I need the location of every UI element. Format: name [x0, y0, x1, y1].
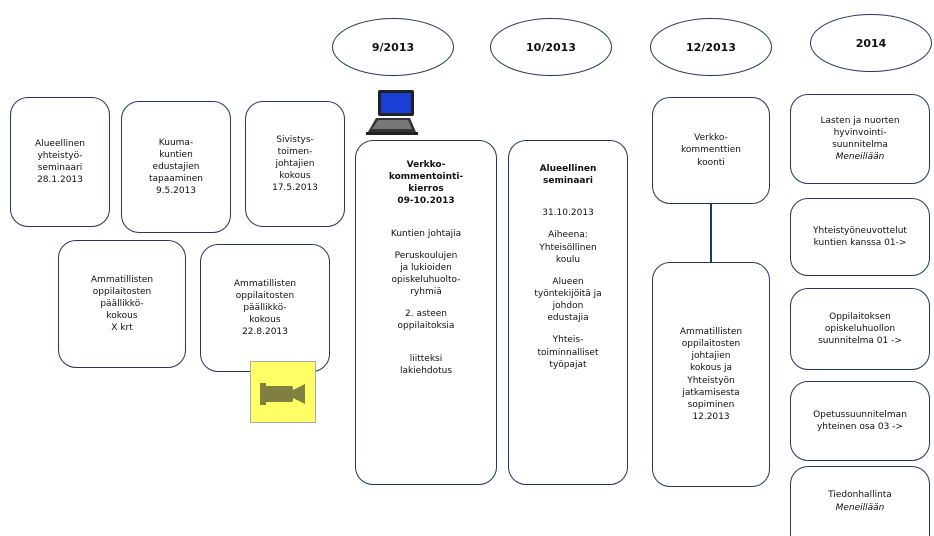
box-text: Lasten ja nuorten hyvinvointi- suunnitel… [820, 115, 900, 150]
box-verkkokommentointikierros: Verkko- kommentointi- kierros 09-10.2013… [355, 140, 497, 485]
box-opetussuunnitelma: Opetussuunnitelman yhteinen osa 03 -> [790, 381, 930, 461]
box-ammatillisten-paallikkokokous-x: Ammatillisten oppilaitosten päällikkö- k… [58, 240, 186, 368]
box-paragraph: Yhteis- toiminnalliset työpajat [537, 335, 599, 370]
box-date: 31.10.2013 [542, 208, 594, 219]
box-status: Meneillään [835, 152, 885, 163]
box-lasten-nuorten-suunnitelma: Lasten ja nuorten hyvinvointi- suunnitel… [790, 94, 930, 184]
timeline-label: 9/2013 [371, 40, 415, 54]
box-text: Yhteistyöneuvottelut kuntien kanssa 01-> [813, 225, 907, 248]
box-ammatillisten-johtajien-kokous: Ammatillisten oppilaitosten johtajien ko… [652, 262, 770, 487]
timeline-9-2013: 9/2013 [332, 18, 454, 76]
box-text: Ammatillisten oppilaitosten päällikkö- k… [90, 274, 154, 334]
box-text: Kuuma- kuntien edustajien tapaaminen 9.5… [149, 137, 203, 197]
timeline-10-2013: 10/2013 [490, 18, 612, 76]
timeline-label: 10/2013 [526, 40, 576, 54]
connector-line [710, 204, 712, 262]
box-text: Oppilaitoksen opiskeluhuollon suunnitelm… [818, 311, 902, 347]
timeline-12-2013: 12/2013 [650, 18, 772, 76]
box-paragraph: Peruskoulujen ja lukioiden opiskeluhuolt… [391, 250, 461, 298]
box-paragraph: Alueen työntekijöitä ja johdon edustajia [534, 276, 602, 324]
box-date: 09-10.2013 [397, 196, 455, 207]
timeline-label: 2014 [855, 36, 887, 50]
box-alueellinen-yhteistyoseminaari: Alueellinen yhteistyö- seminaari 28.1.20… [10, 97, 110, 227]
box-text: Ammatillisten oppilaitosten päällikkö- k… [233, 278, 297, 338]
box-text: Verkko- kommenttien koonti [681, 133, 741, 168]
box-status: Meneillään [835, 502, 885, 513]
box-paragraph: liitteksi lakiehdotus [399, 353, 453, 376]
box-text: Opetussuunnitelman yhteinen osa 03 -> [813, 409, 907, 432]
box-text: Ammatillisten oppilaitosten johtajien ko… [679, 326, 743, 422]
box-text: Tiedonhallinta [828, 490, 892, 501]
timeline-label: 12/2013 [686, 40, 736, 54]
video-camera-icon [250, 361, 316, 423]
timeline-2014: 2014 [810, 14, 932, 72]
box-ammatillisten-paallikkokokous-22: Ammatillisten oppilaitosten päällikkö- k… [200, 244, 330, 372]
box-verkkokommenttien-koonti: Verkko- kommenttien koonti [652, 97, 770, 204]
laptop-icon [362, 88, 422, 136]
box-title: Verkko- kommentointi- kierros [388, 160, 464, 195]
box-paragraph: Aiheena: Yhteisöllinen koulu [539, 230, 597, 265]
box-opiskeluhuollon-suunnitelma: Oppilaitoksen opiskeluhuollon suunnitelm… [790, 288, 930, 370]
box-tiedonhallinta: Tiedonhallinta Meneillään [790, 466, 930, 536]
box-paragraph: 2. asteen oppilaitoksia [397, 309, 455, 332]
box-text: Alueellinen yhteistyö- seminaari 28.1.20… [35, 138, 85, 186]
box-title: Alueellinen seminaari [539, 164, 597, 187]
box-text: Sivistys- toimen- johtajien kokous 17.5.… [272, 134, 318, 194]
box-sivistystoimenjohtajien-kokous: Sivistys- toimen- johtajien kokous 17.5.… [245, 101, 345, 227]
box-yhteistyoneuvottelut: Yhteistyöneuvottelut kuntien kanssa 01-> [790, 198, 930, 276]
box-alueellinen-seminaari: Alueellinen seminaari 31.10.2013 Aiheena… [508, 140, 628, 485]
box-kuuma-kuntien-tapaaminen: Kuuma- kuntien edustajien tapaaminen 9.5… [121, 101, 231, 233]
box-paragraph: Kuntien johtajia [390, 228, 462, 239]
